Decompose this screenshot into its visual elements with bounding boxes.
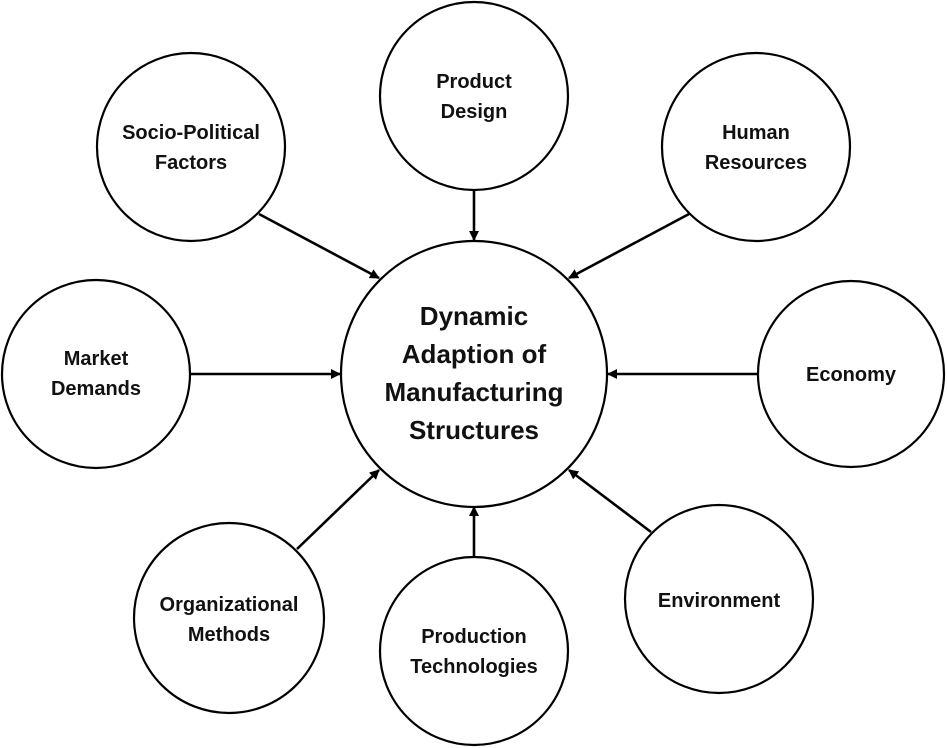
node-label-line: Resources: [705, 152, 807, 174]
center-node: Dynamic Adaption of Manufacturing Struct…: [339, 239, 609, 509]
node-socio-political-factors: Socio-Political Factors: [95, 51, 287, 243]
center-label-line-1: Dynamic: [420, 301, 528, 331]
node-label-line: Demands: [51, 378, 141, 400]
node-market-demands: Market Demands: [0, 278, 192, 470]
center-label-line-4: Structures: [409, 415, 539, 445]
node-label-line: Market: [64, 348, 129, 370]
node-label-line: Economy: [806, 364, 897, 386]
node-label-line: Product: [436, 71, 512, 93]
center-label-line-2: Adaption of: [402, 339, 547, 369]
node-label-line: Human: [722, 122, 790, 144]
node-label-line: Production: [421, 626, 527, 648]
node-label-line: Organizational: [160, 594, 299, 616]
node-product-design: Product Design: [378, 0, 570, 192]
node-economy: Economy: [756, 279, 946, 469]
node-human-resources: Human Resources: [660, 51, 852, 243]
node-environment: Environment: [623, 503, 815, 695]
node-label-line: Factors: [155, 152, 227, 174]
arrow-socio-political-factors: [258, 212, 380, 280]
node-organizational-methods: Organizational Methods: [132, 521, 326, 715]
node-circle: [660, 51, 852, 243]
arrow-environment: [568, 468, 652, 534]
node-label-line: Socio-Political: [122, 122, 260, 144]
arrow-organizational-methods: [296, 469, 380, 550]
node-circle: [623, 503, 815, 695]
connector-arrows: [190, 190, 758, 557]
node-label-line: Methods: [188, 624, 270, 646]
node-circle: [132, 521, 326, 715]
node-circle: [378, 0, 570, 192]
node-production-technologies: Production Technologies: [378, 555, 570, 747]
node-circle: [756, 279, 946, 469]
node-circle: [0, 278, 192, 470]
arrow-human-resources: [568, 212, 690, 280]
node-label-line: Technologies: [410, 656, 537, 678]
node-circle: [378, 555, 570, 747]
node-circle: [95, 51, 287, 243]
center-circle: [339, 239, 609, 509]
node-label-line: Design: [441, 101, 508, 123]
center-label-line-3: Manufacturing: [384, 377, 563, 407]
node-label-line: Environment: [658, 590, 781, 612]
